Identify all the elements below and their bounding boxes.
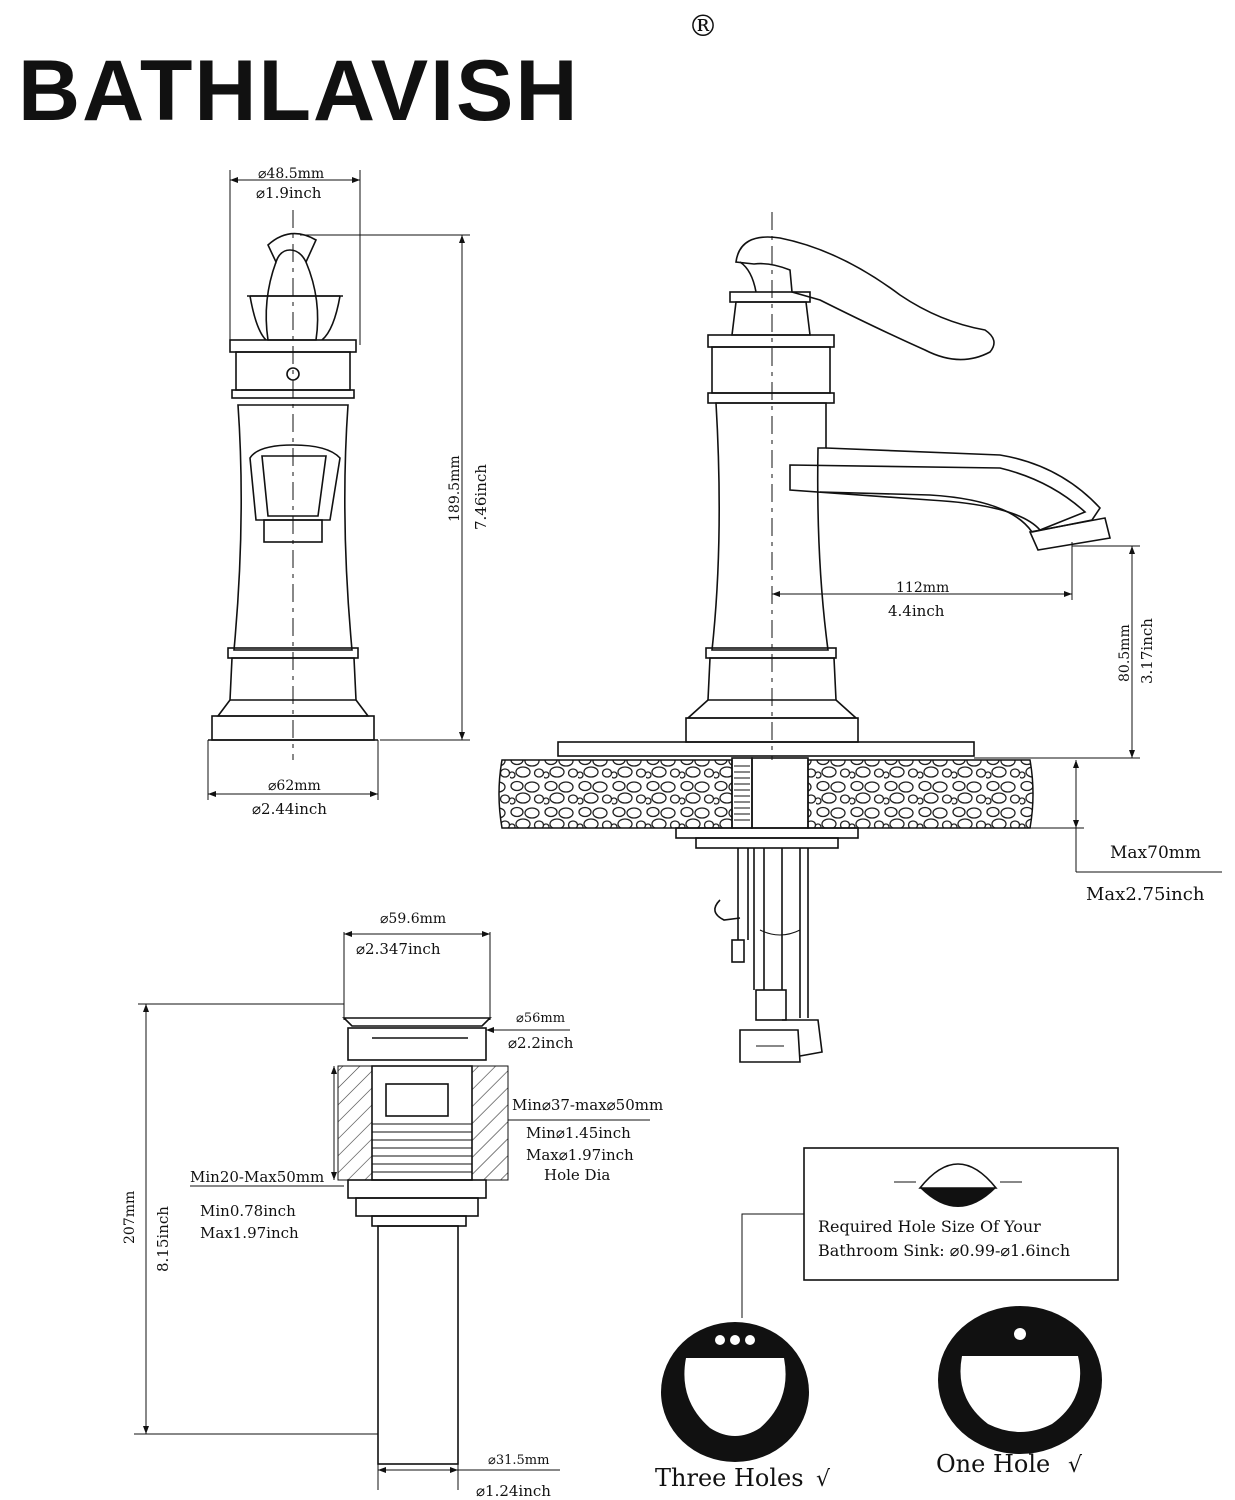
height-mm: 189.5mm (447, 455, 463, 522)
height-in: 7.46inch (472, 464, 490, 530)
base-diameter-mm: ⌀62mm (268, 778, 321, 794)
three-holes-label: Three Holes (655, 1464, 804, 1492)
note-line-1: Required Hole Size Of Your (818, 1217, 1041, 1236)
pipe-in: ⌀1.24inch (476, 1482, 551, 1500)
thickness-mm: Min20-Max50mm (190, 1168, 324, 1186)
hole-min-in: Min⌀1.45inch (526, 1124, 631, 1142)
sink-one-hole: One Hole √ (936, 1306, 1102, 1478)
one-hole-check: √ (1068, 1453, 1083, 1478)
hole-label: Hole Dia (544, 1166, 610, 1184)
brand-logo: BATHLAVISH (18, 43, 579, 139)
sink-hole-note: Required Hole Size Of Your Bathroom Sink… (741, 1147, 1119, 1318)
length-in: 8.15inch (154, 1206, 172, 1272)
spout-reach-mm: 112mm (896, 580, 949, 596)
flange-mm: ⌀56mm (516, 1011, 565, 1026)
registered-mark: ® (688, 9, 718, 44)
faucet-front-view: ⌀48.5mm ⌀1.9inch 189.5mm 7.46inch ⌀62mm … (207, 166, 490, 818)
drain-view: ⌀59.6mm ⌀2.347inch ⌀56mm ⌀2.2inch Min⌀37… (122, 911, 663, 1500)
length-mm: 207mm (122, 1191, 138, 1244)
pipe-mm: ⌀31.5mm (488, 1453, 549, 1468)
spout-height-in: 3.17inch (1138, 618, 1156, 684)
thickness-min-in: Min0.78inch (200, 1202, 296, 1220)
hole-range-mm: Min⌀37-max⌀50mm (512, 1096, 663, 1114)
cap-diameter-in: ⌀2.347inch (356, 940, 441, 958)
sink-three-holes: Three Holes √ (655, 1322, 831, 1492)
base-diameter-in: ⌀2.44inch (252, 800, 327, 818)
three-holes-check: √ (816, 1467, 831, 1492)
hole-max-in: Max⌀1.97inch (526, 1146, 634, 1164)
top-diameter-mm: ⌀48.5mm (258, 166, 324, 182)
one-hole-label: One Hole (936, 1450, 1050, 1478)
faucet-side-view: 112mm 4.4inch 80.5mm 3.17inch Max70mm Ma… (498, 212, 1222, 1063)
spout-reach-in: 4.4inch (888, 602, 945, 620)
cap-diameter-mm: ⌀59.6mm (380, 911, 446, 927)
deck-max-mm: Max70mm (1110, 843, 1201, 863)
note-line-2: Bathroom Sink: ⌀0.99-⌀1.6inch (818, 1241, 1070, 1260)
deck-max-in: Max2.75inch (1086, 884, 1205, 905)
flange-in: ⌀2.2inch (508, 1034, 574, 1052)
top-diameter-in: ⌀1.9inch (256, 184, 322, 202)
spout-height-mm: 80.5mm (1117, 624, 1133, 682)
thickness-max-in: Max1.97inch (200, 1224, 299, 1242)
